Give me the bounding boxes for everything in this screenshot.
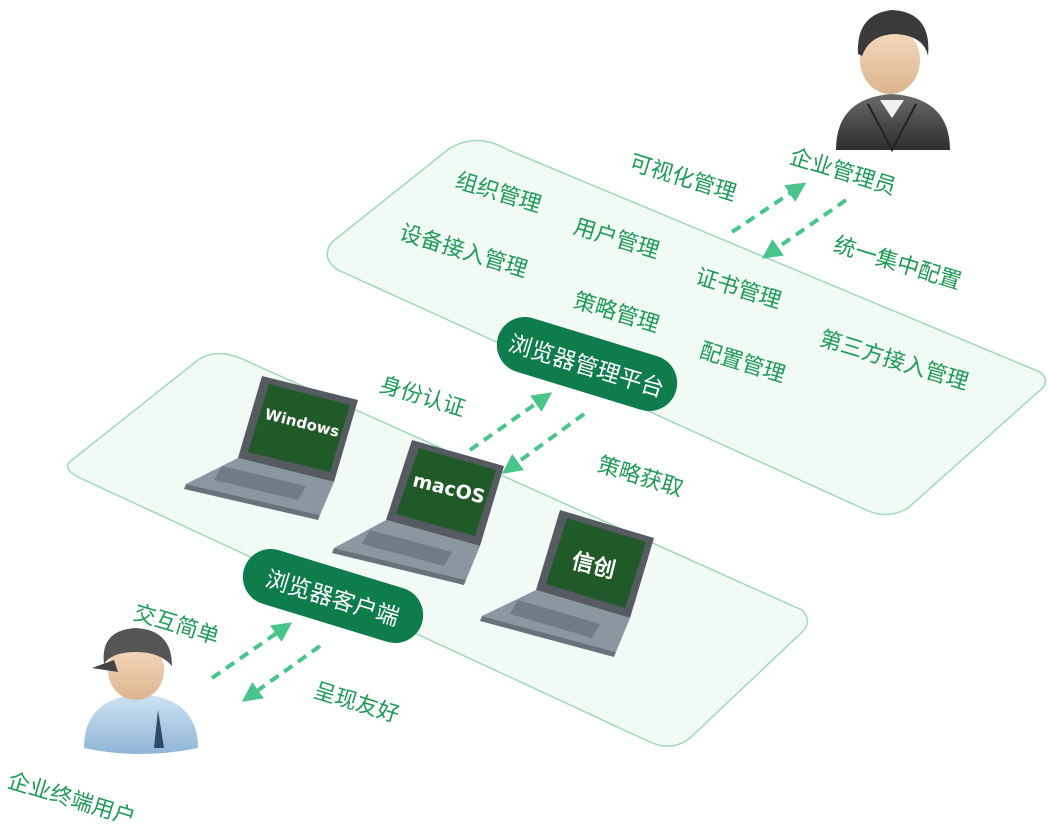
client-up-arrow	[468, 392, 553, 452]
admin-avatar-icon	[836, 10, 950, 153]
end-user-avatar-icon	[84, 628, 198, 754]
laptop-xinchuang-icon	[480, 510, 654, 657]
laptop-macos-icon	[332, 440, 504, 585]
management-panel	[326, 139, 1047, 516]
user-down-arrow	[241, 644, 322, 702]
admin-down-arrow	[761, 198, 848, 259]
admin-up-arrow	[730, 182, 807, 234]
laptop-windows-icon	[184, 376, 358, 520]
client-down-arrow	[501, 412, 586, 474]
user-up-arrow	[210, 622, 293, 680]
